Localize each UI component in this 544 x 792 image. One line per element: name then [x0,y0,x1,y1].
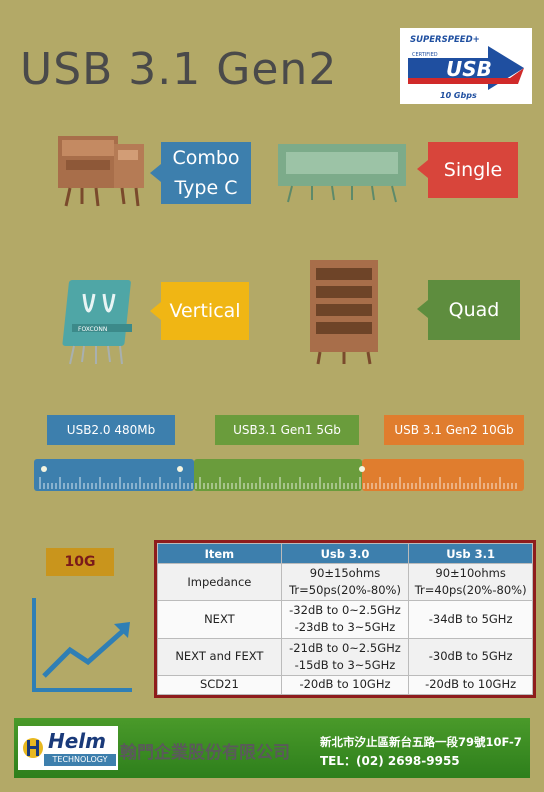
cell-usb30: -32dB to 0~2.5GHz-23dB to 3~5GHz [280,600,410,639]
quad-callout-pointer [417,300,428,318]
quad-label: Quad [428,280,520,340]
logo-top-text: SUPERSPEED+ [410,35,480,45]
cell-usb30: -21dB to 0~2.5GHz-15dB to 3~5GHz [280,637,410,676]
table-row: SCD21 -20dB to 10GHz -20dB to 10GHz [157,674,533,696]
combo-type-c-label: Combo Type C [161,142,251,204]
speed-ruler [34,457,524,493]
combo-label-line1: Combo [172,147,240,169]
vertical-callout-pointer [150,302,161,320]
footer-banner: Helm TECHNOLOGY 翰門企業股份有限公司 新北市汐止區新台五路一段7… [14,718,530,778]
helm-brand-sub: TECHNOLOGY [44,754,116,766]
cell-item: NEXT [157,600,282,639]
gen1-speed-tag: USB3.1 Gen1 5Gb [215,415,359,445]
usb2-speed-tag: USB2.0 480Mb [47,415,175,445]
cell-usb30: -20dB to 10GHz [280,674,410,696]
10g-badge: 10G [46,548,114,576]
combo-label-line2: Type C [174,177,238,199]
company-address: 新北市汐止區新台五路一段79號10F-7 [320,735,522,749]
cell-item: Impedance [157,562,282,602]
helm-logo-icon [23,738,43,758]
header-usb30: Usb 3.0 [280,543,410,564]
vertical-connector-image: FOXCONN [60,272,140,374]
helm-brand-text: Helm [48,729,106,753]
ruler-marker [177,466,183,472]
single-callout-pointer [417,160,428,178]
page-title: USB 3.1 Gen2 [20,44,338,95]
cell-usb31: -20dB to 10GHz [408,674,533,696]
table-header-row: Item Usb 3.0 Usb 3.1 [157,543,533,564]
single-label: Single [428,142,518,198]
logo-speed-text: 10 Gbps [440,91,477,100]
cell-usb31: -34dB to 5GHz [408,600,533,639]
vertical-label: Vertical [161,282,249,340]
single-connector-image [272,140,412,210]
cell-item: NEXT and FEXT [157,637,282,676]
logo-brand-text: USB [446,57,492,81]
ruler-marker [41,466,47,472]
combo-callout-pointer [150,164,161,182]
cell-usb31: -30dB to 5GHz [408,637,533,676]
logo-certified-text: CERTIFIED [412,52,438,58]
usb-superspeed-logo: SUPERSPEED+ CERTIFIED USB 10 Gbps [400,28,532,104]
company-tel: TEL：(02) 2698-9955 [320,754,460,768]
header-usb31: Usb 3.1 [408,543,533,564]
combo-connector-image [52,130,152,216]
ruler-segment [34,459,194,491]
vertical-brand-text: FOXCONN [78,326,107,333]
gen2-speed-tag: USB 3.1 Gen2 10Gb [384,415,524,445]
spec-comparison-table: Item Usb 3.0 Usb 3.1 Impedance 90±15ohms… [154,540,536,698]
helm-logo: Helm TECHNOLOGY [18,726,118,770]
ruler-marker [359,466,365,472]
growth-chart-icon [30,596,134,698]
header-item: Item [157,543,282,564]
ruler-segment [194,459,362,491]
quad-connector-image [306,256,386,372]
company-name: 翰門企業股份有限公司 [120,743,290,763]
cell-item: SCD21 [157,674,282,696]
table-row: NEXT -32dB to 0~2.5GHz-23dB to 3~5GHz -3… [157,600,533,639]
table-row: NEXT and FEXT -21dB to 0~2.5GHz-15dB to … [157,637,533,676]
